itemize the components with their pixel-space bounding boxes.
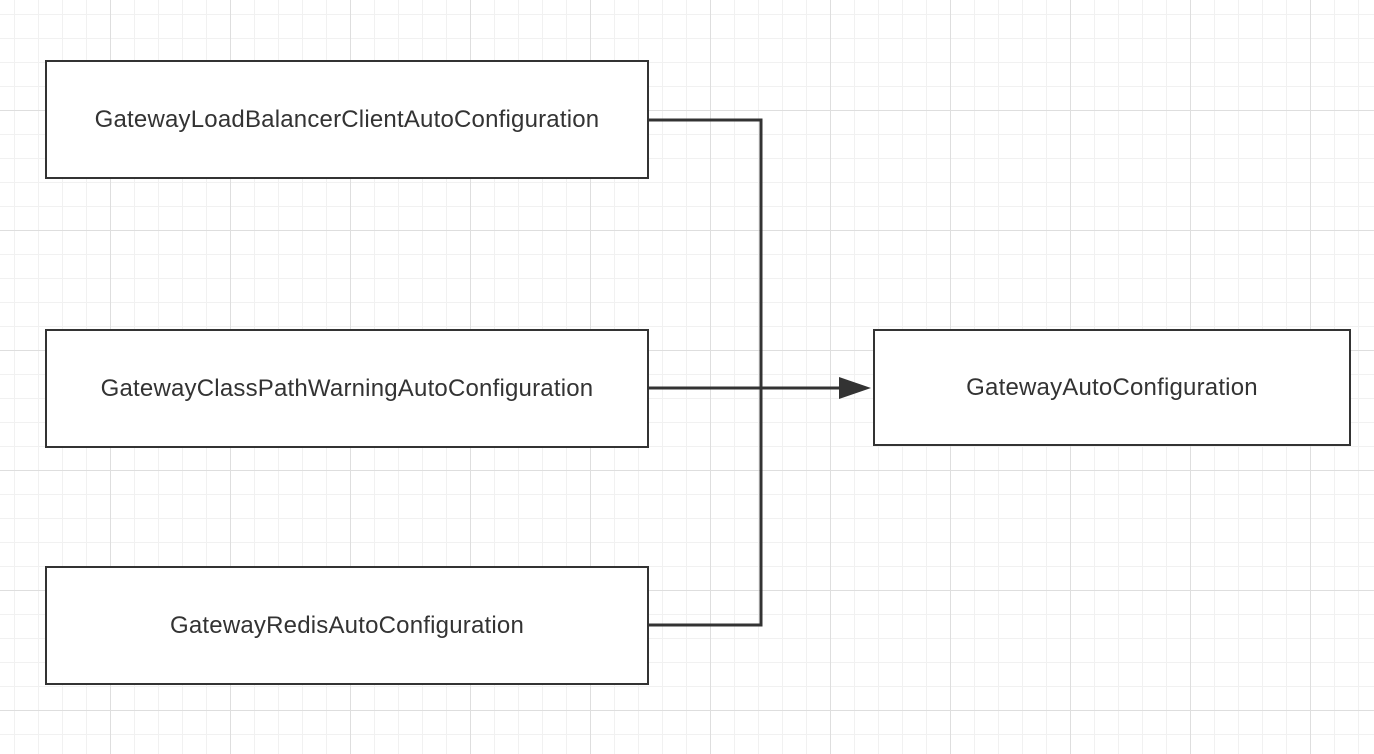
node-gateway-auto-configuration[interactable]: GatewayAutoConfiguration (873, 329, 1351, 446)
node-label: GatewayClassPathWarningAutoConfiguration (100, 374, 594, 402)
node-gateway-redis-auto-configuration[interactable]: GatewayRedisAutoConfiguration (45, 566, 649, 685)
node-gateway-load-balancer-client-auto-configuration[interactable]: GatewayLoadBalancerClientAutoConfigurati… (45, 60, 649, 179)
node-gateway-class-path-warning-auto-configuration[interactable]: GatewayClassPathWarningAutoConfiguration (45, 329, 649, 448)
arrow-head-icon (839, 377, 871, 399)
node-label: GatewayLoadBalancerClientAutoConfigurati… (94, 105, 600, 133)
node-label: GatewayAutoConfiguration (966, 373, 1258, 401)
node-label: GatewayRedisAutoConfiguration (170, 611, 524, 639)
connector-load-balancer (649, 118, 763, 388)
connector-redis (649, 388, 763, 627)
